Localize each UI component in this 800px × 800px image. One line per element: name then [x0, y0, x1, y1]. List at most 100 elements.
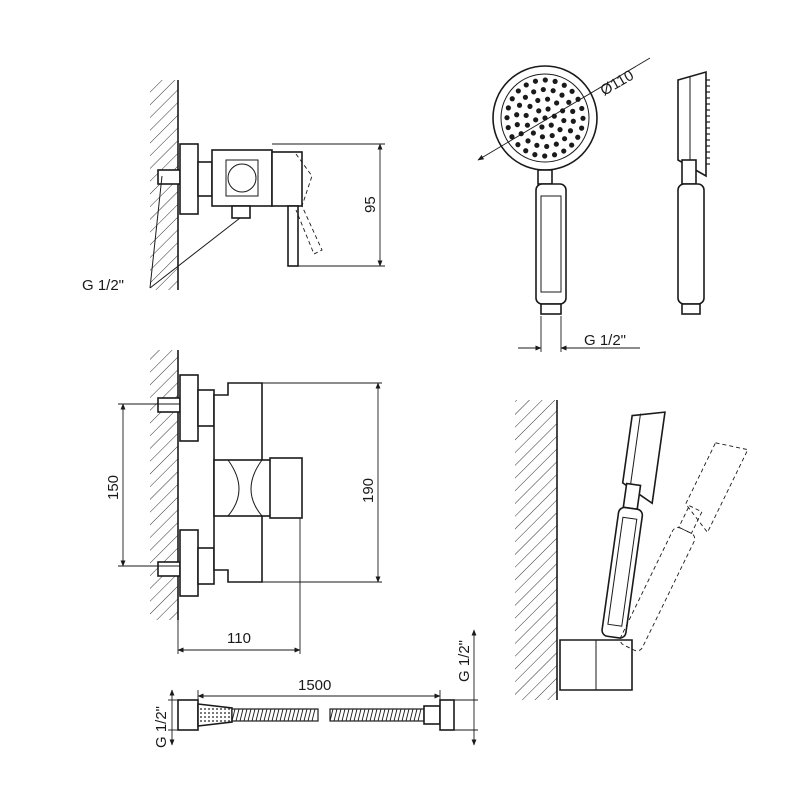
nozzle: [551, 113, 557, 119]
flange: [179, 143, 199, 215]
label-hose-thread-right: G 1/2": [456, 640, 473, 682]
nozzle: [504, 115, 510, 121]
hose-winding: [401, 708, 406, 722]
nozzle: [561, 82, 567, 88]
hose-winding: [365, 708, 370, 722]
nozzle: [580, 115, 586, 121]
nozzle: [559, 92, 565, 98]
mixer-front-view: 150 190 110: [105, 350, 382, 654]
shower-hose: 1500 G 1/2" G 1/2": [153, 629, 478, 748]
knurl-dot: [216, 708, 218, 710]
shower-thread-side: [681, 303, 701, 315]
wall-hatch: [150, 80, 178, 290]
nozzle: [569, 88, 575, 94]
hose-winding: [413, 708, 418, 722]
knurl-dot: [224, 712, 226, 714]
hose-winding: [353, 708, 358, 722]
knurl-dot: [228, 712, 230, 714]
knurl-dot: [204, 720, 206, 722]
knurl-dot: [216, 712, 218, 714]
knurl-dot: [208, 712, 210, 714]
label-hose-thread-left: G 1/2": [153, 706, 170, 748]
hose-winding: [291, 708, 296, 722]
connection-nut: [197, 161, 213, 197]
label-center-distance: 150: [105, 475, 122, 500]
label-height-side: 95: [362, 196, 379, 213]
knurl-dot: [208, 716, 210, 718]
nozzle: [515, 142, 521, 148]
knurl-dot: [200, 712, 202, 714]
hose-winding: [409, 708, 414, 722]
label-hose-length: 1500: [298, 677, 331, 694]
knurl-dot: [212, 708, 214, 710]
hose-winding: [235, 708, 240, 722]
nozzle: [539, 124, 545, 130]
label-diameter: Ø110: [598, 67, 637, 100]
nozzle: [505, 124, 511, 131]
shower-neck-side: [681, 159, 697, 185]
hose-winding: [373, 708, 378, 722]
nozzle: [540, 86, 546, 93]
nozzle: [570, 108, 576, 114]
knurl-dot: [204, 716, 206, 718]
nozzle: [542, 77, 548, 83]
knurl-dot: [200, 716, 202, 718]
knurl-dot: [220, 712, 222, 714]
nozzle: [516, 102, 523, 108]
nozzle: [567, 128, 574, 134]
nozzle: [548, 122, 554, 128]
nozzle: [532, 78, 539, 84]
hose-left-cone: [197, 703, 233, 727]
nozzle: [536, 108, 542, 114]
nozzle: [575, 134, 581, 140]
mixer-body: [211, 149, 273, 207]
mixer-side-view: G 1/2" 95: [82, 80, 385, 294]
wall-hatch-2: [150, 350, 178, 620]
shower-holder-view: [515, 400, 749, 700]
hose-winding: [251, 708, 256, 722]
hose-winding: [361, 708, 366, 722]
nozzle: [544, 96, 551, 102]
knurl-dot: [228, 720, 230, 722]
hose-winding: [333, 708, 338, 722]
knurl-dot: [200, 708, 202, 710]
hose-winding: [287, 708, 292, 722]
hose-winding: [299, 708, 304, 722]
lever-handle: [287, 205, 299, 267]
lower-inlet: [157, 561, 181, 577]
nozzle: [527, 103, 533, 109]
nozzle: [522, 94, 529, 100]
nozzle: [530, 130, 536, 136]
side-nozzles: [706, 79, 710, 165]
hose-winding: [271, 708, 276, 722]
nozzle: [542, 153, 548, 159]
hose-segment-right: [329, 708, 425, 722]
hose-winding: [259, 708, 264, 722]
nozzle: [524, 122, 531, 128]
hose-winding: [303, 708, 308, 722]
knurl-dot: [200, 720, 202, 722]
knurl-dot: [224, 708, 226, 710]
outlet-fitting: [231, 205, 251, 219]
hose-winding: [417, 708, 422, 722]
knurl-dot: [212, 712, 214, 714]
nozzle: [509, 96, 515, 102]
hose-winding: [393, 708, 398, 722]
label-thread-shower: G 1/2": [584, 332, 626, 349]
hose-left-knurl: [200, 708, 230, 722]
nozzle: [570, 118, 576, 124]
knurl-dot: [220, 720, 222, 722]
lever-cap: [271, 151, 303, 207]
nozzle: [532, 152, 538, 158]
shower-neck: [537, 169, 553, 185]
hose-winding: [329, 708, 334, 722]
knurl-dot: [212, 720, 214, 722]
label-height-front: 190: [360, 478, 377, 503]
hose-winding: [337, 708, 342, 722]
shower-nozzles: [504, 77, 586, 159]
knurl-dot: [204, 712, 206, 714]
hand-shower-views: Ø110 G 1/2": [477, 57, 710, 352]
nozzle: [549, 132, 555, 139]
knurl-dot: [220, 716, 222, 718]
